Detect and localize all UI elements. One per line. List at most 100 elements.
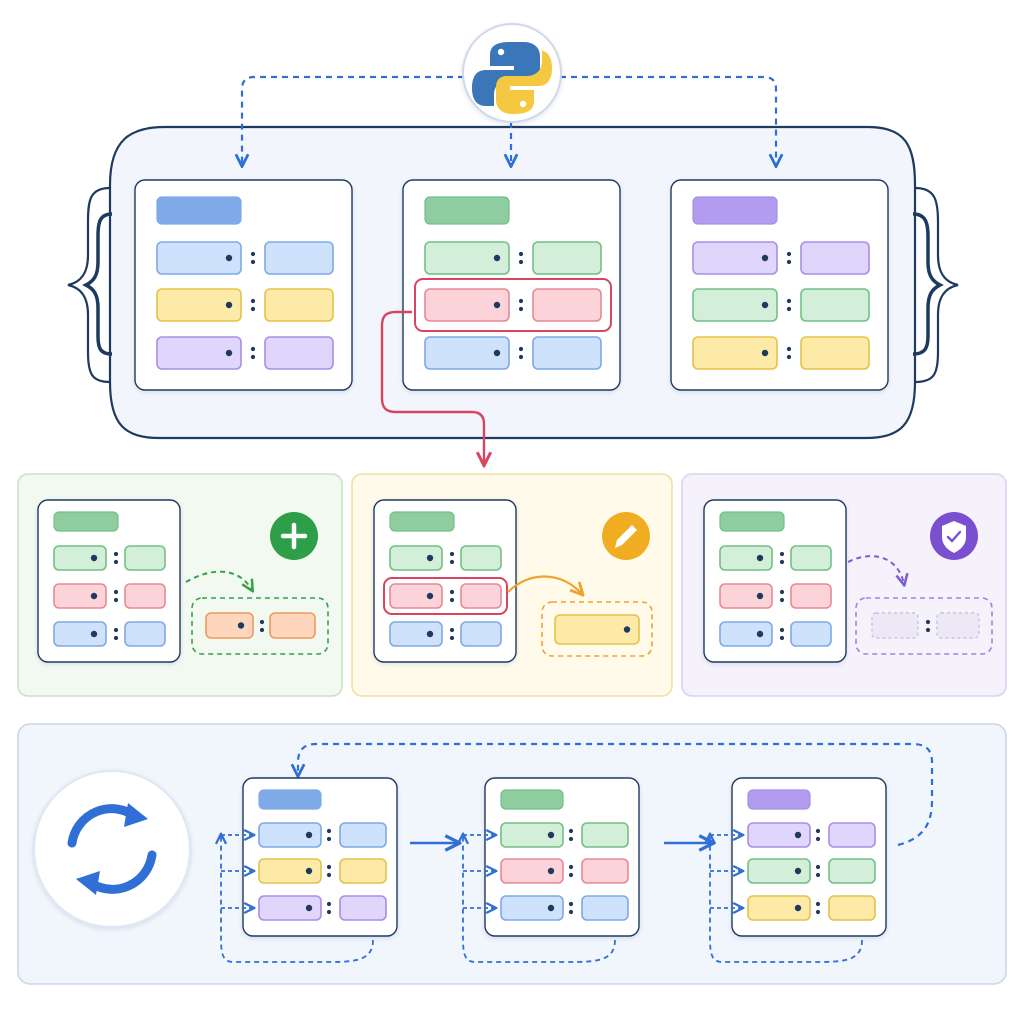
operation-update-dict-value-2 — [460, 621, 502, 647]
iteration-dict-3-header — [747, 789, 811, 810]
top-dict-2-colon-1 — [518, 306, 524, 312]
top-dict-2-key-2 — [424, 336, 510, 370]
top-dict-3-key-0-dot — [761, 254, 769, 262]
operation-add-dict-colon-0 — [113, 551, 119, 557]
iteration-dict-1-key-2-dot — [305, 904, 313, 912]
iteration-dict-1-key-2 — [258, 895, 322, 921]
iteration-dict-3-colon-1 — [815, 872, 821, 878]
pencil-icon — [615, 525, 637, 548]
refresh-cycle-icon — [67, 803, 157, 895]
iteration-dict-1-header — [258, 789, 322, 810]
iteration-dict-2-key-2-dot — [547, 904, 555, 912]
update-result-value — [554, 614, 640, 645]
add-result-frame — [191, 597, 329, 655]
iteration-dict-2-colon-2 — [568, 909, 574, 915]
operation-update-dict — [373, 499, 517, 663]
operation-protect-dict-colon-1 — [779, 589, 785, 595]
top-dict-2-key-0-dot — [493, 254, 501, 262]
operation-protect-dict-value-2 — [790, 621, 832, 647]
top-dict-2 — [402, 179, 621, 391]
operation-add-dict-colon-1 — [113, 589, 119, 595]
iteration-dict-2-key-1 — [500, 858, 564, 884]
operation-panel-protect — [681, 473, 1007, 697]
operation-update-dict-colon-1 — [449, 589, 455, 595]
top-dict-2-key-0 — [424, 241, 510, 275]
top-dict-1-key-2-dot — [225, 349, 233, 357]
iteration-dict-3 — [731, 777, 887, 937]
operation-protect-dict-key-0 — [719, 545, 773, 571]
add-operation-extras — [185, 512, 329, 655]
operation-protect-dict-key-1-dot — [756, 592, 764, 600]
top-dict-1-key-0 — [156, 241, 242, 275]
source-arrow-left — [242, 75, 464, 165]
operation-add-dict — [37, 499, 181, 663]
add-flow-arrow — [185, 570, 252, 590]
secure-badge — [930, 512, 978, 560]
update-result-value-dot — [623, 626, 631, 633]
top-dict-3-key-0 — [692, 241, 778, 275]
iteration-dict-1-colon-1 — [326, 864, 332, 870]
iteration-dict-1-value-0 — [339, 822, 387, 848]
iteration-badge — [33, 770, 191, 928]
operation-add-dict-key-0-dot — [90, 554, 98, 562]
iteration-dict-3-key-0 — [747, 822, 811, 848]
iteration-dict-1-key-0-dot — [305, 831, 313, 839]
add-badge — [270, 512, 318, 560]
operation-add-dict-value-1 — [124, 583, 166, 609]
edit-badge — [602, 512, 650, 560]
protect-result-colon — [925, 619, 931, 625]
iteration-dict-3-colon-0 — [815, 828, 821, 834]
operation-update-dict-highlight-row — [383, 577, 508, 615]
iteration-dict-1-colon-1 — [326, 872, 332, 878]
operation-update-dict-value-0 — [460, 545, 502, 571]
iteration-dict-3-value-2 — [828, 895, 876, 921]
top-dict-1-value-2 — [264, 336, 334, 370]
operation-update-dict-colon-1 — [449, 597, 455, 603]
iteration-dict-1-key-0 — [258, 822, 322, 848]
operation-update-dict-colon-2 — [449, 627, 455, 633]
top-dict-3-value-0 — [800, 241, 870, 275]
add-result-colon — [259, 627, 265, 633]
iteration-dict-2-key-0 — [500, 822, 564, 848]
top-dict-3-colon-1 — [786, 306, 792, 312]
operation-protect-dict-colon-2 — [779, 627, 785, 633]
add-result-key-dot — [237, 622, 245, 629]
iteration-dict-3-key-2 — [747, 895, 811, 921]
operation-add-dict-colon-1 — [113, 597, 119, 603]
operation-add-dict-key-2 — [53, 621, 107, 647]
operation-protect-dict-colon-0 — [779, 551, 785, 557]
top-dict-3-key-1-dot — [761, 301, 769, 309]
protect-result-value — [936, 612, 980, 639]
iteration-dict-2-colon-1 — [568, 864, 574, 870]
operation-add-dict-key-1 — [53, 583, 107, 609]
operation-add-dict-key-1-dot — [90, 592, 98, 600]
top-dict-3-key-2-dot — [761, 349, 769, 357]
operation-protect-dict-key-2 — [719, 621, 773, 647]
operation-add-dict-header — [53, 511, 119, 532]
operation-update-dict-colon-0 — [449, 551, 455, 557]
iteration-dict-1-colon-2 — [326, 909, 332, 915]
top-dict-1-header — [156, 196, 242, 225]
top-dict-2-colon-2 — [518, 354, 524, 360]
top-dict-2-colon-1 — [518, 298, 524, 304]
top-dict-3-value-2 — [800, 336, 870, 370]
operation-protect-dict-colon-2 — [779, 635, 785, 641]
iteration-dict-3-key-0-dot — [794, 831, 802, 839]
iteration-dict-2-colon-1 — [568, 872, 574, 878]
iteration-return-arrow-1 — [221, 835, 374, 963]
top-dict-3-header — [692, 196, 778, 225]
top-dict-2-value-0 — [532, 241, 602, 275]
iteration-dict-2-key-0-dot — [547, 831, 555, 839]
iteration-dict-2-colon-2 — [568, 901, 574, 907]
operation-update-dict-colon-2 — [449, 635, 455, 641]
update-operation-extras — [507, 512, 653, 657]
plus-icon — [280, 522, 308, 550]
top-dict-2-key-1 — [424, 288, 510, 322]
operation-protect-dict-value-1 — [790, 583, 832, 609]
operation-update-dict-key-1 — [389, 583, 443, 609]
top-dict-2-highlight-row — [414, 278, 612, 332]
iteration-dict-1-key-1-dot — [305, 867, 313, 875]
top-dict-2-colon-0 — [518, 259, 524, 265]
add-result-colon — [259, 619, 265, 625]
iteration-dict-3-value-0 — [828, 822, 876, 848]
